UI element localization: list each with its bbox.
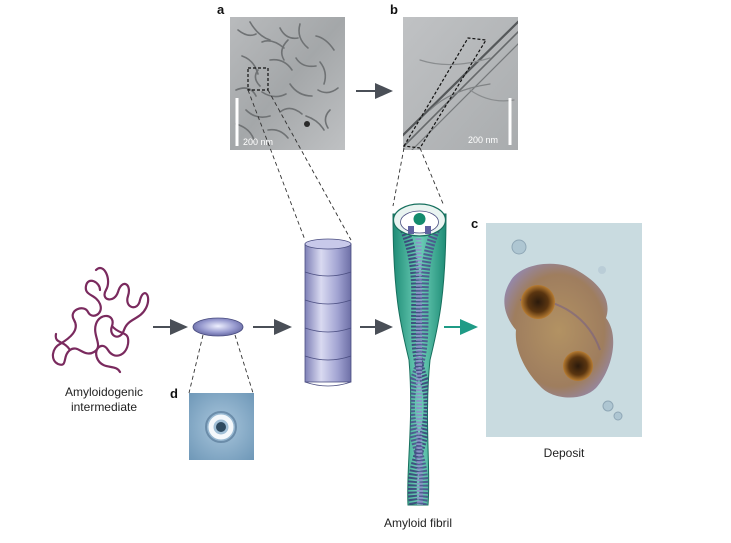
panel-c-micrograph [486, 223, 642, 437]
intermediate-label-line2: intermediate [71, 400, 137, 414]
protofilament-stack [304, 238, 352, 387]
deposit-label: Deposit [544, 446, 585, 460]
fibril-label: Amyloid fibril [384, 516, 452, 530]
amyloid-fibril [392, 203, 447, 506]
panel-d-letter: d [170, 386, 178, 401]
panel-b-zoom-box [403, 37, 488, 149]
intermediate-label-line1: Amyloidogenic [65, 385, 143, 399]
panel-a-zoom-box [247, 67, 269, 91]
panel-a-micrograph: 200 nm [230, 17, 345, 150]
oligomer-disk [192, 317, 244, 337]
panel-b-letter: b [390, 2, 398, 17]
panel-a-scale-label: 200 nm [243, 137, 273, 147]
panel-b-scale-label: 200 nm [468, 135, 498, 145]
guide-lines-d [188, 334, 254, 394]
panel-b-micrograph: 200 nm [403, 17, 518, 150]
guide-lines-a [247, 89, 352, 241]
guide-lines-b [392, 147, 445, 207]
unfolded-protein-chain [51, 267, 150, 374]
panel-a-letter: a [217, 2, 225, 17]
panel-c-letter: c [471, 216, 478, 231]
panel-d-micrograph [189, 393, 254, 460]
